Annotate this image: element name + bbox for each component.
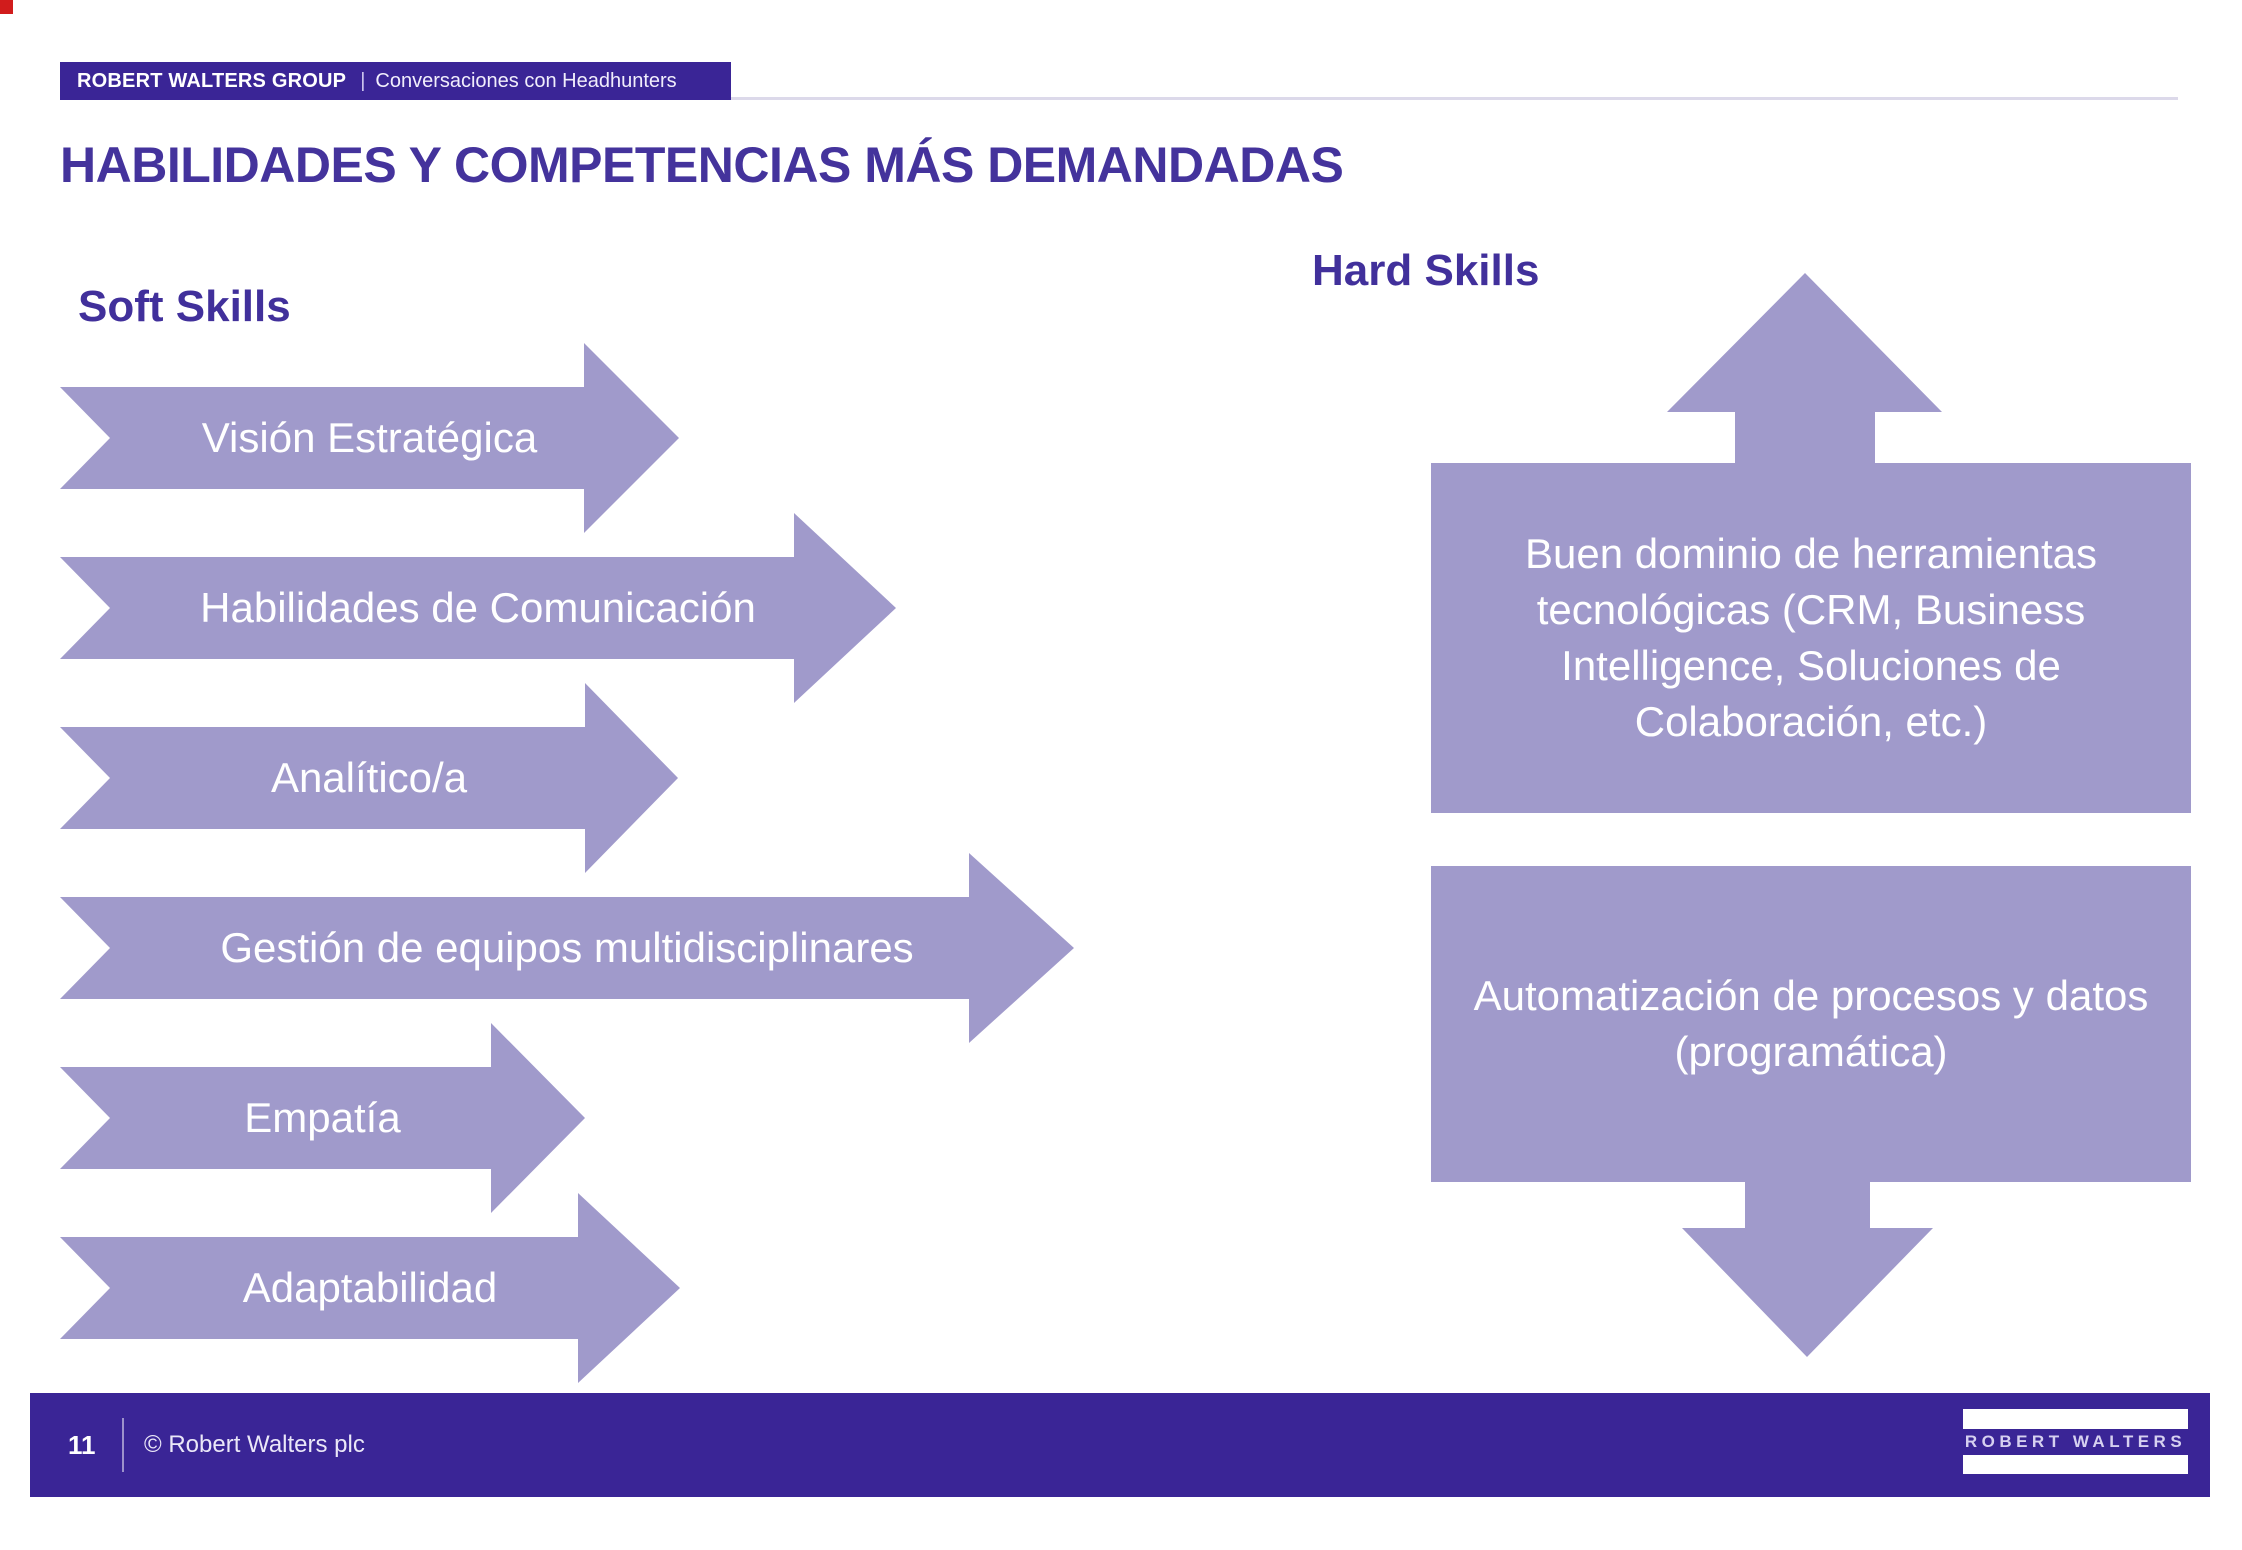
- page-title: HABILIDADES Y COMPETENCIAS MÁS DEMANDADA…: [60, 137, 1344, 193]
- soft-skill-arrow-gestion: Gestión de equipos multidisciplinares: [60, 853, 1074, 1043]
- soft-skill-label: Visión Estratégica: [201, 414, 538, 461]
- soft-skill-label: Empatía: [244, 1094, 401, 1141]
- presentation-tagline: Conversaciones con Headhunters: [375, 69, 677, 92]
- header-rule-line: [731, 97, 2178, 100]
- soft-skill-arrow-vision: Visión Estratégica: [60, 343, 679, 533]
- hard-skill-text: Automatización de procesos y datos (prog…: [1473, 972, 2149, 1075]
- brand-separator: |: [360, 69, 366, 92]
- soft-skill-arrow-adaptabilidad: Adaptabilidad: [60, 1193, 680, 1383]
- hard-skills-heading: Hard Skills: [1312, 246, 1540, 295]
- logo-wordmark: ROBERT WALTERS: [1964, 1432, 2187, 1451]
- soft-skill-label: Habilidades de Comunicación: [200, 584, 756, 631]
- soft-skill-label: Adaptabilidad: [242, 1264, 498, 1311]
- soft-skill-label: Analítico/a: [270, 754, 468, 801]
- hard-skill-text: Buen dominio de herramientas tecnológica…: [1524, 530, 2097, 745]
- page-number: 11: [68, 1429, 96, 1460]
- logo-top-bar: [1963, 1409, 2188, 1429]
- soft-skill-label: Gestión de equipos multidisciplinares: [220, 924, 914, 971]
- soft-skill-arrow-empatia: Empatía: [60, 1023, 585, 1213]
- footer-divider: [122, 1418, 124, 1472]
- hard-skill-box-automatizacion: Automatización de procesos y datos (prog…: [1431, 866, 2191, 1182]
- footer-bar: 11 © Robert Walters plc ROBERT WALTERS: [30, 1393, 2210, 1497]
- soft-skill-arrow-comunicacion: Habilidades de Comunicación: [60, 513, 896, 703]
- down-arrow-icon: [1682, 1182, 1933, 1357]
- brand-name: ROBERT WALTERS GROUP: [77, 69, 347, 92]
- copyright-text: © Robert Walters plc: [144, 1431, 365, 1458]
- logo-bottom-bar: [1963, 1455, 2188, 1474]
- recording-corner-mark: [0, 0, 13, 14]
- up-arrow-icon: [1667, 273, 1942, 463]
- robert-walters-logo: ROBERT WALTERS: [1963, 1409, 2188, 1474]
- hard-skill-box-herramientas: Buen dominio de herramientas tecnológica…: [1431, 463, 2191, 813]
- soft-skills-heading: Soft Skills: [78, 282, 291, 331]
- header-brand-bar: ROBERT WALTERS GROUP | Conversaciones co…: [60, 62, 731, 100]
- soft-skill-arrow-analitico: Analítico/a: [60, 683, 678, 873]
